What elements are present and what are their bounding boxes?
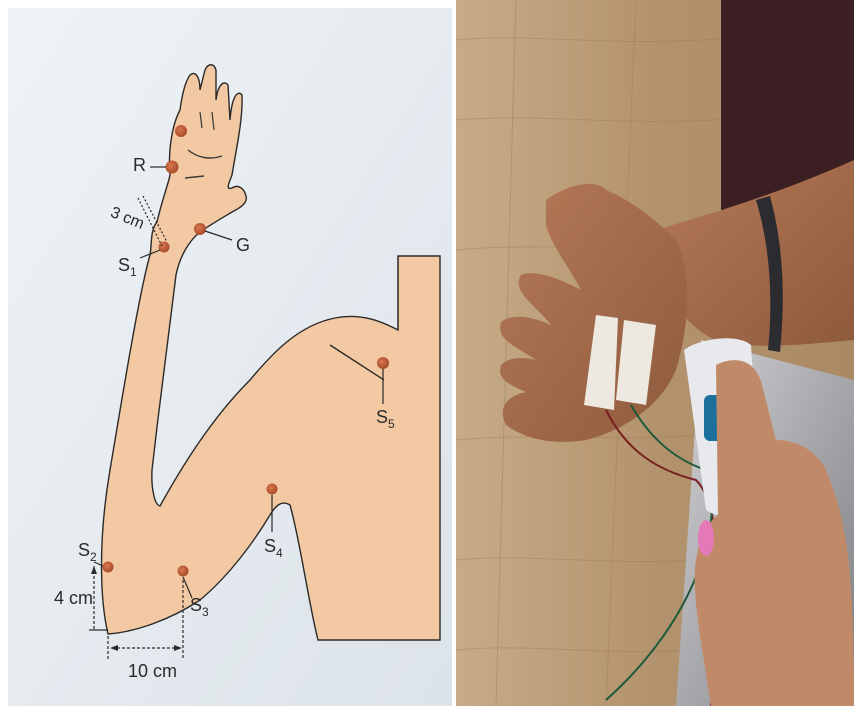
label-s5: S5: [376, 408, 395, 426]
electrode-g: [194, 223, 206, 235]
label-s2: S2: [78, 541, 97, 559]
electrode-diagram-panel: R G 3 cm S1 S5 S4 S2 S3 4 cm 10 cm: [0, 0, 452, 706]
label-s1: S1: [118, 256, 137, 274]
electrode-s5: [377, 357, 389, 369]
label-4cm: 4 cm: [54, 589, 93, 607]
label-r: R: [133, 156, 146, 174]
electrode-s2: [103, 562, 114, 573]
label-s4: S4: [264, 537, 283, 555]
hand-photo: [456, 0, 854, 706]
photo-panel: [456, 0, 854, 706]
label-s3: S3: [190, 596, 209, 614]
electrode-finger: [175, 125, 187, 137]
electrode-r: [166, 161, 179, 174]
label-g: G: [236, 236, 250, 254]
electrode-s1: [159, 242, 170, 253]
electrode-s4: [267, 484, 278, 495]
nail-polish: [698, 520, 714, 556]
label-10cm: 10 cm: [128, 662, 177, 680]
electrode-s3: [178, 566, 189, 577]
